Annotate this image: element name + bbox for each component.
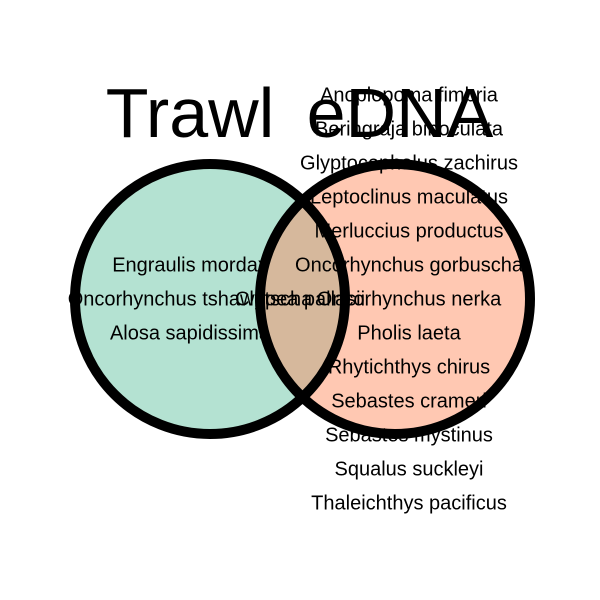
species-label: Rhytichthys chirus xyxy=(328,356,490,378)
species-label: Anoplopoma fimbria xyxy=(320,84,499,106)
species-label: Merluccius productus xyxy=(315,220,504,242)
set-title-trawl: Trawl xyxy=(106,74,275,152)
species-label: Sebastes crameri xyxy=(331,390,487,412)
species-label: Squalus suckleyi xyxy=(335,458,484,480)
species-label: Oncorhynchus gorbuscha xyxy=(295,254,524,276)
species-label: Sebastes mystinus xyxy=(325,424,493,446)
species-label: Clupea pallasii xyxy=(235,288,365,310)
species-label: Thaleichthys pacificus xyxy=(311,492,507,514)
species-label: Glyptocephalus zachirus xyxy=(300,152,518,174)
trawl-set-outline xyxy=(70,159,350,439)
species-label: Beringraja binoculata xyxy=(315,118,504,140)
species-label: Engraulis mordax xyxy=(112,254,268,276)
edna-set-outline xyxy=(255,159,535,439)
species-label: Leptoclinus maculatus xyxy=(310,186,508,208)
shared-species: Clupea pallasii xyxy=(235,288,365,310)
species-label: Oncorhynchus nerka xyxy=(317,288,502,310)
species-label: Alosa sapidissima xyxy=(110,322,271,344)
species-label: Pholis laeta xyxy=(357,322,461,344)
species-label: Oncorhynchus tshawytscha xyxy=(68,288,313,310)
set-title-edna: eDNA xyxy=(307,74,494,152)
